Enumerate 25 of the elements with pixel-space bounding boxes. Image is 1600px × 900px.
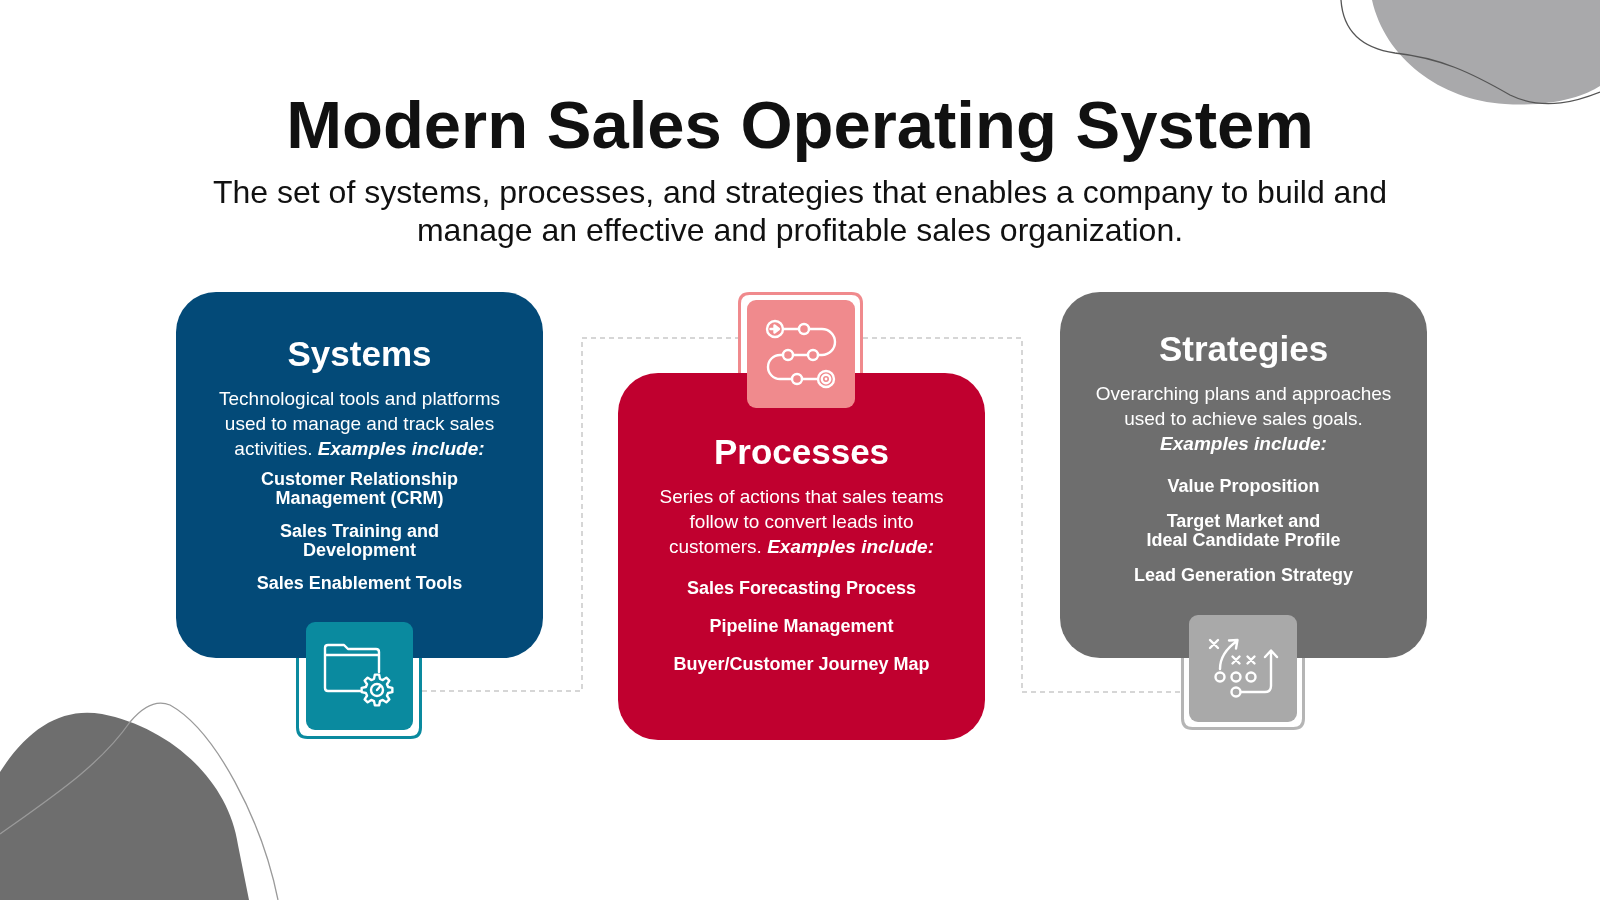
example-item: Buyer/Customer Journey Map bbox=[673, 655, 930, 674]
connector-line bbox=[862, 337, 1182, 693]
example-item: Sales Forecasting Process bbox=[686, 579, 917, 598]
example-item: Lead Generation Strategy bbox=[1133, 565, 1354, 585]
card-description: Technological tools and platforms used to manage and track sales activities. Examples include: bbox=[218, 386, 501, 461]
card-heading: Strategies bbox=[1158, 329, 1329, 369]
subtitle: The set of systems, processes, and strategies that enables a company to build and manage an effective and profitable sales organization. bbox=[212, 173, 1388, 249]
card-heading: Systems bbox=[287, 334, 432, 374]
card-description: Series of actions that sales teams follow to convert leads into customers. Examples include: bbox=[658, 485, 945, 559]
example-item: Value Proposition bbox=[1167, 476, 1320, 496]
title: Modern Sales Operating System bbox=[286, 86, 1314, 164]
info-card bbox=[618, 373, 985, 740]
example-item: Sales Training and Development bbox=[278, 521, 440, 560]
connector-line bbox=[421, 337, 739, 692]
example-item: Sales Enablement Tools bbox=[256, 573, 463, 593]
icon-tile bbox=[296, 622, 422, 739]
example-item: Pipeline Management bbox=[709, 617, 894, 636]
info-card bbox=[176, 292, 543, 658]
icon-tile bbox=[738, 292, 863, 408]
card-heading: Processes bbox=[713, 432, 890, 472]
info-card bbox=[1060, 292, 1427, 658]
icon-tile bbox=[1181, 615, 1305, 730]
example-item: Customer Relationship Management (CRM) bbox=[260, 469, 459, 508]
example-item: Target Market and Ideal Candidate Profile bbox=[1145, 511, 1342, 550]
card-description: Overarching plans and approaches used to achieve sales goals. Examples include: bbox=[1094, 381, 1393, 456]
